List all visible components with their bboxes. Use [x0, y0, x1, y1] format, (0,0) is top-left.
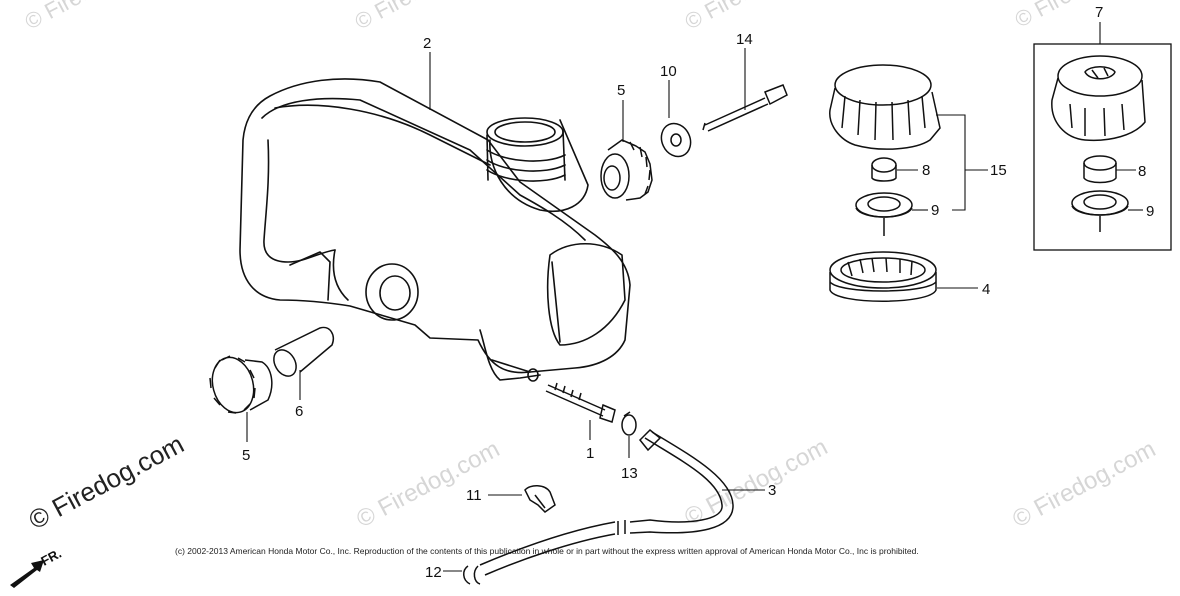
watermark: © Firedog.com [680, 433, 832, 531]
washer [660, 122, 692, 158]
callout-9-boxed: 9 [1146, 203, 1154, 220]
watermark: © Firedog.com [21, 0, 160, 34]
copyright-notice: (c) 2002-2013 American Honda Motor Co., … [175, 546, 919, 556]
front-arrow-icon [10, 560, 44, 588]
callout-8-boxed: 8 [1138, 163, 1146, 180]
callout-5-top: 5 [617, 82, 625, 99]
callout-14: 14 [736, 31, 753, 48]
callout-2: 2 [423, 35, 431, 52]
assembly-gasket [1083, 155, 1117, 184]
fitting [463, 565, 481, 585]
callout-12: 12 [425, 564, 442, 581]
strainer-ring [829, 251, 937, 302]
callout-8-middle: 8 [922, 162, 930, 179]
watermark: © Firedog.com [681, 0, 820, 34]
callout-4: 4 [982, 281, 990, 298]
sleeve [273, 326, 334, 377]
firedog-watermark-large: © Firedog.com [24, 429, 189, 536]
watermark: © Firedog.com [1011, 0, 1150, 32]
callout-15: 15 [990, 162, 1007, 179]
fuel-hose [479, 428, 734, 576]
assembly-retainer [1071, 190, 1129, 232]
callout-7: 7 [1095, 4, 1103, 21]
fuel-cap-assembly [1051, 55, 1146, 142]
clip [621, 411, 637, 436]
hose-clamp [524, 485, 556, 513]
callout-11: 11 [466, 487, 482, 504]
grommet-lower [209, 355, 273, 414]
callout-6: 6 [295, 403, 303, 420]
leader-lines [246, 22, 1143, 572]
screw [545, 382, 616, 423]
assembly-box [1033, 43, 1172, 251]
fuel-cap [829, 64, 941, 150]
bolt [702, 84, 788, 132]
callout-10: 10 [660, 63, 677, 80]
watermark: © Firedog.com [352, 435, 504, 533]
grommet-top [600, 139, 653, 201]
fuel-tank [239, 78, 631, 382]
callout-1: 1 [586, 445, 594, 462]
watermark: © Firedog.com [1008, 435, 1160, 533]
callout-9-middle: 9 [931, 202, 939, 219]
callout-labels: 2 5 10 14 7 8 15 9 8 9 4 6 5 1 13 3 11 1… [242, 4, 1154, 581]
watermark: © Firedog.com [351, 0, 490, 34]
callout-13: 13 [621, 465, 638, 482]
front-direction-indicator: FR. [10, 546, 64, 588]
callout-5-lower: 5 [242, 447, 250, 464]
cap-gasket [871, 157, 897, 182]
cap-retainer [855, 192, 913, 236]
callout-3: 3 [768, 482, 776, 499]
